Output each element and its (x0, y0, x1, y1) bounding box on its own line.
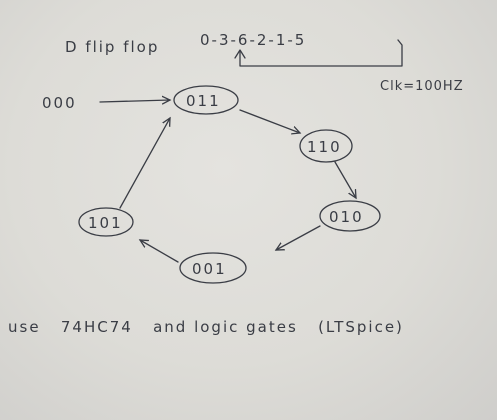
transition-011-110 (239, 109, 300, 133)
transition-110-010 (334, 161, 356, 198)
state-node-010: 010 (319, 200, 381, 232)
state-label-110: 110 (307, 138, 342, 156)
diagram-title: D flip flop (65, 38, 159, 56)
state-node-110: 110 (299, 129, 353, 163)
clock-label: Clk=100HZ (380, 79, 464, 94)
instructions-text: use 74HC74 and logic gates (LTSpice) (8, 318, 404, 336)
state-node-001: 001 (179, 252, 247, 284)
state-label-010: 010 (329, 208, 364, 226)
start-arrow (99, 100, 170, 102)
state-node-101: 101 (78, 207, 134, 237)
state-label-101: 101 (88, 214, 123, 232)
sequence-loop-arrowhead (234, 49, 246, 59)
start-state-label: 000 (42, 94, 77, 112)
transition-010-001 (276, 225, 321, 250)
transition-001-101 (140, 240, 179, 263)
transition-101-011 (119, 118, 170, 209)
sequence-loop-line (239, 39, 403, 67)
state-label-001: 001 (192, 260, 227, 278)
state-node-011: 011 (173, 85, 239, 115)
state-label-011: 011 (186, 92, 221, 110)
count-sequence: 0-3-6-2-1-5 (200, 31, 306, 49)
